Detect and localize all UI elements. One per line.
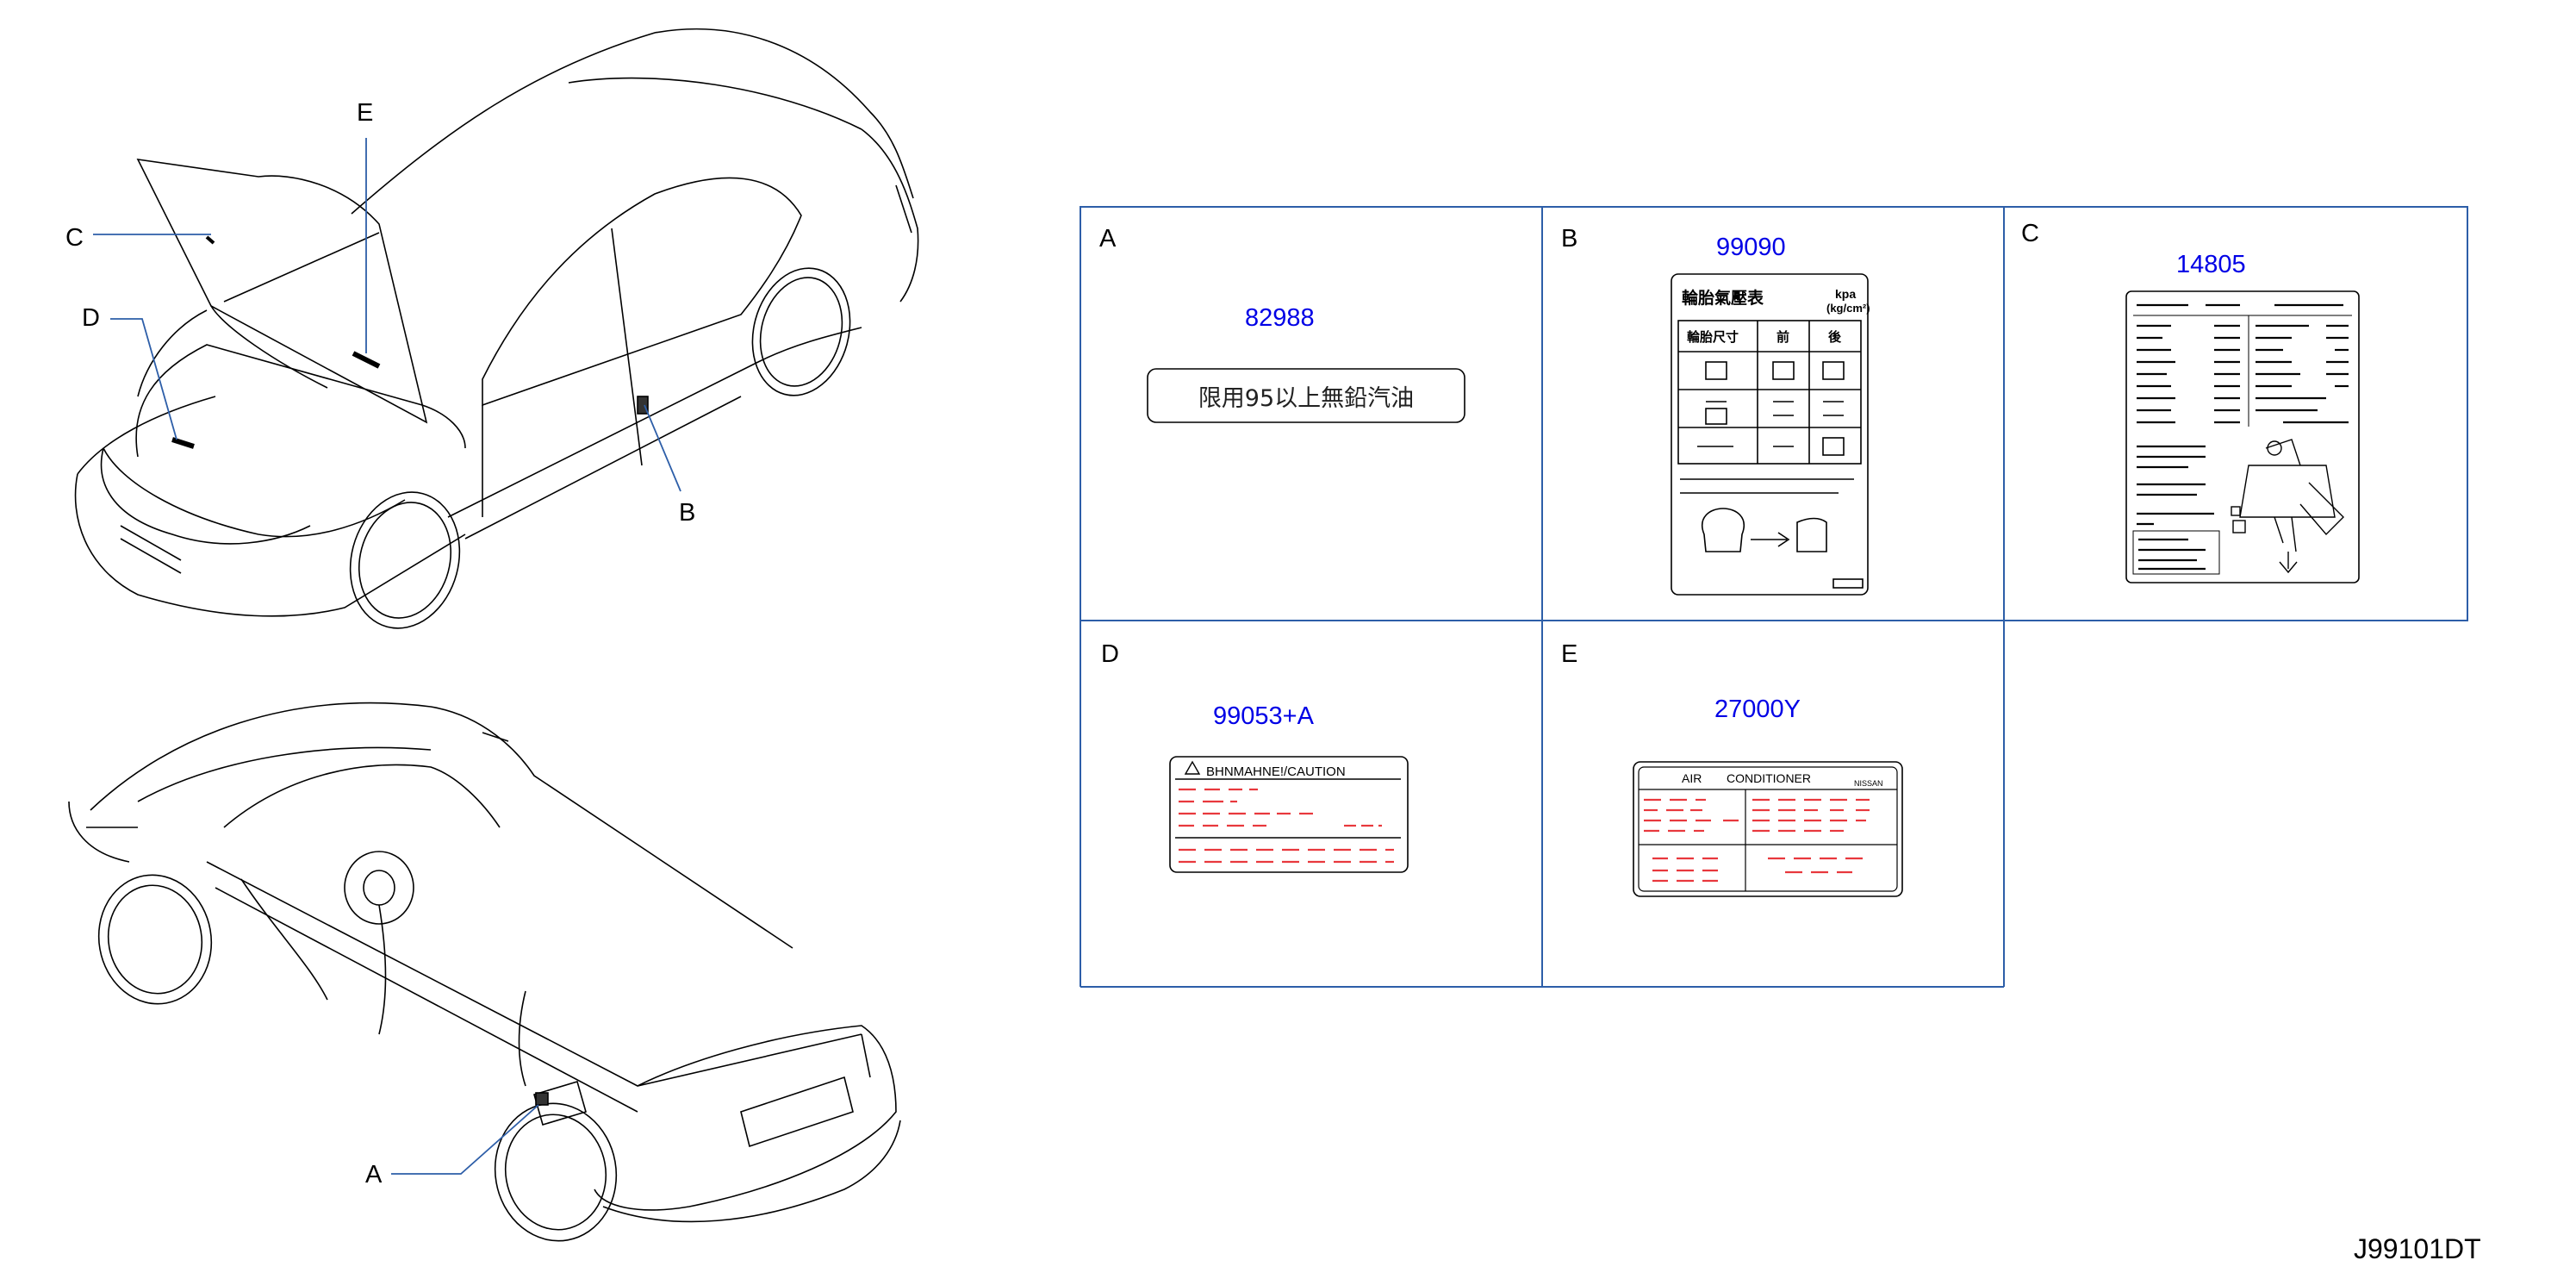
label-a-text: 限用95以上無鉛汽油 — [1198, 385, 1414, 412]
callout-e: E — [357, 99, 373, 127]
label-e-conditioner: CONDITIONER — [1727, 771, 1811, 785]
panel-e-letter: E — [1561, 640, 1577, 668]
panel-d-letter: D — [1101, 640, 1119, 668]
car-front-view — [74, 28, 919, 629]
panel-c-part-number: 14805 — [2176, 251, 2246, 278]
callout-d: D — [82, 304, 100, 332]
label-b-unit2: (kg/cm²) — [1826, 302, 1870, 315]
callout-b: B — [679, 499, 695, 527]
panel-d-part-number: 99053+A — [1213, 702, 1315, 730]
label-e-brand: NISSAN — [1854, 779, 1883, 788]
callout-a: A — [365, 1161, 383, 1189]
label-b-col-rear: 後 — [1827, 329, 1842, 345]
panel-e-part-number: 27000Y — [1714, 696, 1801, 723]
callout-leaders-top — [93, 138, 681, 492]
label-d-caution-text: BHNMAHNE!/CAUTION — [1206, 764, 1346, 779]
callout-leaders-bottom — [391, 1104, 539, 1175]
panel-b-letter: B — [1561, 225, 1577, 253]
diagram-id: J99101DT — [2354, 1233, 2481, 1264]
label-e-air: AIR — [1682, 771, 1702, 785]
label-b-title: 輪胎氣壓表 — [1682, 288, 1764, 308]
label-d-caution — [1169, 756, 1409, 873]
car-rear-view — [68, 702, 901, 1242]
label-c-emission — [2125, 290, 2360, 583]
panel-a-part-number: 82988 — [1245, 304, 1315, 332]
panel-b-part-number: 99090 — [1716, 234, 1786, 261]
panel-a-letter: A — [1099, 225, 1117, 253]
label-b-unit1: kpa — [1835, 287, 1856, 301]
label-b-col-front: 前 — [1776, 329, 1789, 345]
callout-c: C — [65, 224, 84, 252]
label-b-tire-pressure — [1671, 273, 1869, 596]
label-a-fuel: 限用95以上無鉛汽油 — [1147, 368, 1465, 423]
label-grid — [1080, 206, 2468, 988]
panel-c-letter: C — [2021, 220, 2039, 247]
label-e-air-conditioner — [1633, 761, 1903, 897]
label-b-col-size: 輪胎尺寸 — [1687, 329, 1739, 345]
